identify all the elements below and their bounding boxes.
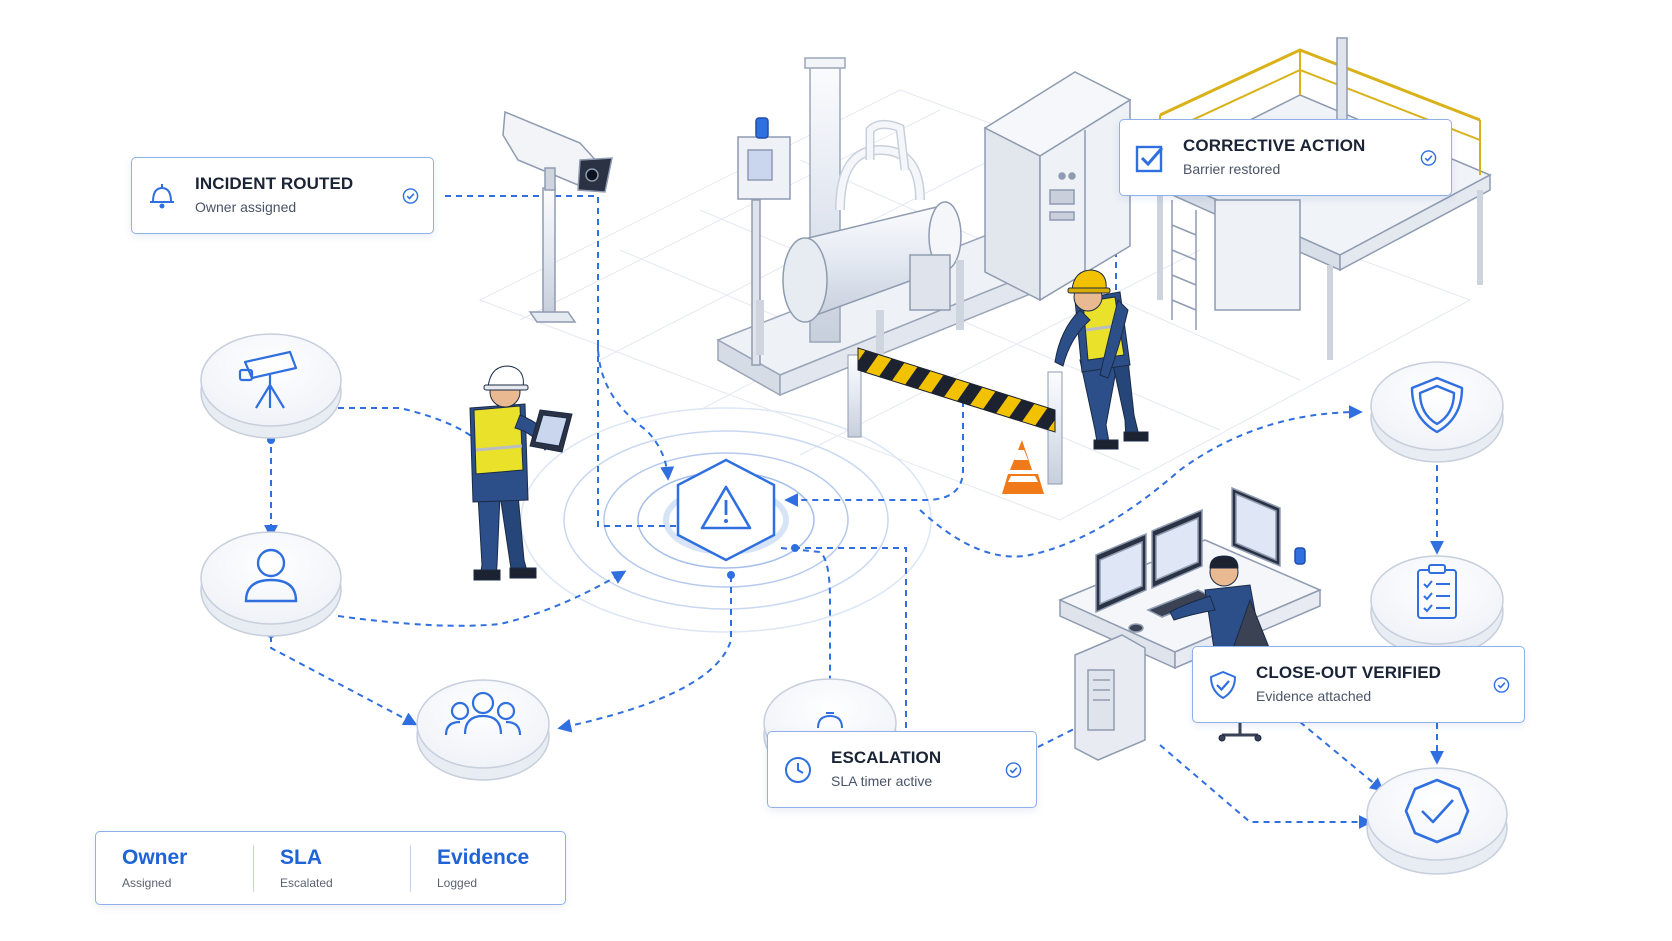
- node-alert[interactable]: [676, 458, 776, 562]
- check-circle-icon: [402, 187, 419, 204]
- corrective-action-card[interactable]: CORRECTIVE ACTION Barrier restored: [1119, 119, 1452, 196]
- raised-platform: [1148, 37, 1492, 360]
- close-out-verified-card[interactable]: CLOSE-OUT VERIFIED Evidence attached: [1192, 646, 1525, 723]
- shield-icon: [1410, 376, 1464, 434]
- legend-owner-title: Owner: [122, 846, 188, 869]
- control-box: [737, 117, 791, 366]
- node-checklist[interactable]: [1370, 555, 1504, 657]
- node-owner[interactable]: [200, 531, 342, 637]
- electrical-cabinet: [983, 71, 1132, 302]
- node-camera[interactable]: [200, 333, 342, 439]
- escalation-subtitle: SLA timer active: [831, 773, 933, 789]
- incident-routed-subtitle: Owner assigned: [195, 199, 297, 215]
- security-camera: [502, 110, 613, 323]
- user-icon: [244, 548, 298, 603]
- close-out-verified-title: CLOSE-OUT VERIFIED: [1256, 663, 1442, 682]
- node-verified[interactable]: [1366, 767, 1508, 875]
- legend-item-sla: SLA Escalated: [280, 846, 333, 890]
- node-shield[interactable]: [1370, 361, 1504, 463]
- control-desk: [1058, 486, 1322, 761]
- escalation-title: ESCALATION: [831, 748, 942, 767]
- check-circle-icon: [1420, 149, 1437, 166]
- team-icon: [444, 691, 522, 736]
- worker-restoring-barrier: [1054, 269, 1149, 450]
- incident-routed-card[interactable]: INCIDENT ROUTED Owner assigned: [131, 157, 434, 234]
- legend-evidence-subtitle: Logged: [437, 876, 478, 890]
- camera-icon: [238, 350, 298, 409]
- corrective-action-title: CORRECTIVE ACTION: [1183, 136, 1366, 155]
- escalation-card[interactable]: ESCALATION SLA timer active: [767, 731, 1037, 808]
- alert-icon: [700, 485, 752, 530]
- timer-icon: [817, 712, 843, 729]
- legend-sla-title: SLA: [280, 846, 322, 869]
- legend-sla-subtitle: Escalated: [280, 876, 333, 890]
- legend-evidence-title: Evidence: [437, 846, 530, 869]
- legend-item-evidence: Evidence Logged: [437, 846, 529, 890]
- node-team[interactable]: [416, 679, 550, 781]
- incident-routed-title: INCIDENT ROUTED: [195, 174, 354, 193]
- verified-badge-icon: [1404, 778, 1470, 844]
- bell-alert-icon: [150, 183, 174, 208]
- close-out-verified-subtitle: Evidence attached: [1256, 688, 1372, 704]
- status-legend: Owner Assigned SLA Escalated Evidence Lo…: [95, 831, 566, 905]
- corrective-action-subtitle: Barrier restored: [1183, 161, 1281, 177]
- shield-check-icon: [1210, 670, 1236, 699]
- checkbox-checked-icon: [1135, 145, 1164, 172]
- pressure-vessel: [756, 120, 964, 355]
- legend-divider: [253, 845, 254, 892]
- clock-icon: [785, 756, 811, 783]
- hazard-barrier: [847, 347, 1063, 494]
- check-circle-icon: [1493, 676, 1510, 693]
- check-circle-icon: [1005, 761, 1022, 778]
- legend-owner-subtitle: Assigned: [122, 876, 172, 890]
- legend-divider: [410, 845, 411, 892]
- checklist-icon: [1417, 564, 1457, 619]
- legend-item-owner: Owner Assigned: [122, 846, 187, 890]
- worker-with-tablet: [469, 365, 573, 581]
